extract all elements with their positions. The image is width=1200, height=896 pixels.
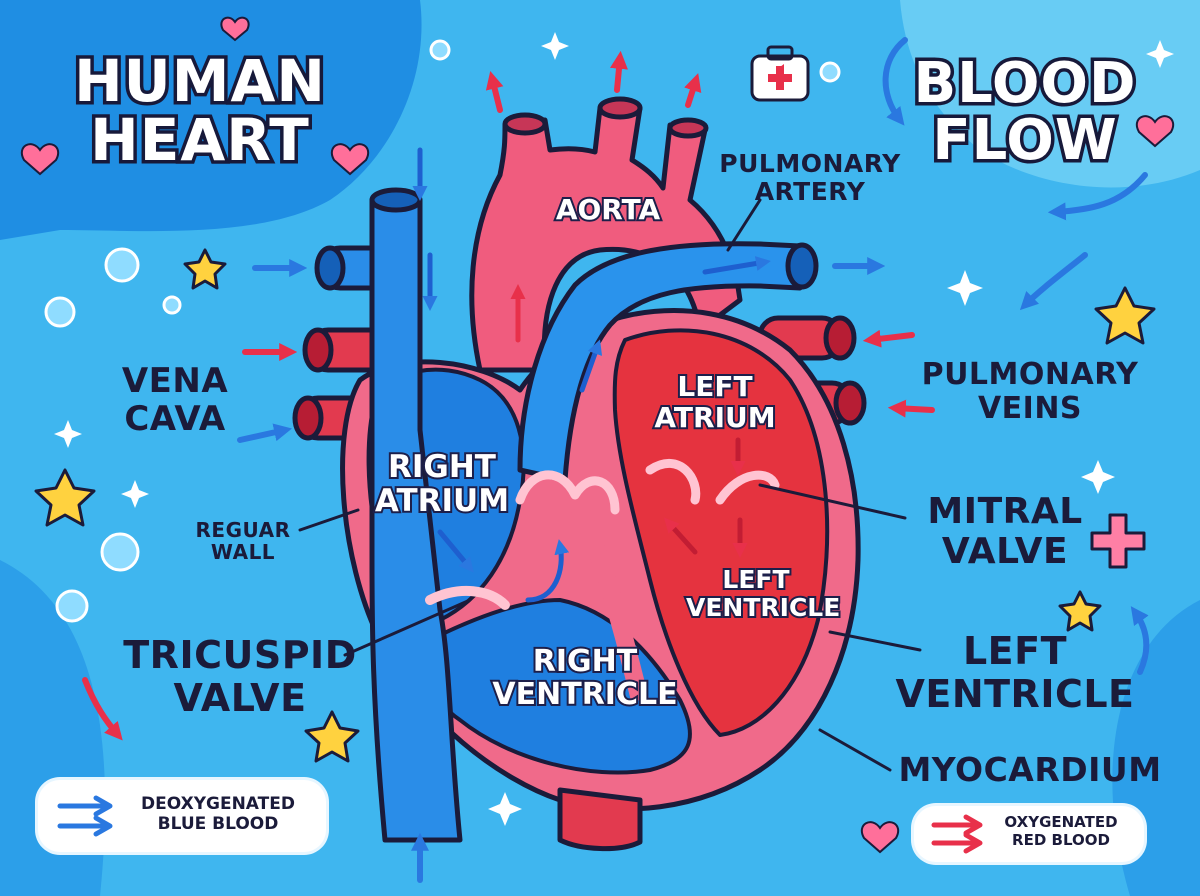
first-aid-kit-icon [750, 45, 810, 102]
blue-arrow-icon [57, 795, 113, 837]
label-pulmonary-artery: PULMONARY ARTERY [719, 149, 901, 206]
label-left-atrium: LEFT ATRIUM [652, 369, 777, 434]
label-right-atrium: RIGHT ATRIUM [373, 448, 511, 520]
mitral-valve-flaps [645, 459, 780, 505]
inner-flow-arrows [412, 147, 771, 603]
label-aorta: AORTA [554, 192, 662, 227]
red-arrow-icon [931, 814, 983, 854]
title-human-heart: HUMAN HEART [50, 48, 350, 173]
outer-flow-arrows [237, 50, 935, 883]
title-blood-flow: BLOOD FLOW [900, 51, 1150, 172]
label-myocardium: MYOCARDIUM [898, 750, 1162, 789]
title-blood-flow-text: BLOOD FLOW [910, 51, 1139, 174]
label-right-ventricle: RIGHT VENTRICLE [490, 643, 679, 713]
heart-body [292, 96, 867, 851]
legend-oxygenated-text: OXYGENATED RED BLOOD [1004, 813, 1118, 849]
pulmonary-artery-vessel [517, 241, 803, 483]
legend-deoxygenated: DEOXYGENATED BLUE BLOOD [38, 780, 326, 852]
left-heart-chamber [612, 328, 830, 737]
star-icon [34, 248, 1156, 763]
label-left-ventricle-inner: LEFT VENTRICLE [684, 564, 842, 623]
label-reguar-wall: REGUAR WALL [195, 518, 291, 565]
aorta-vessel [469, 105, 743, 373]
decorative-curved-arrows [82, 37, 1150, 741]
title-human-heart-text: HUMAN HEART [71, 47, 329, 175]
heart-icon [21, 16, 1174, 854]
label-leader-lines [298, 198, 922, 772]
label-left-ventricle-outer: LEFT VENTRICLE [895, 629, 1135, 716]
pulmonary-valve-flaps [515, 470, 620, 515]
vena-cava-vessel [369, 197, 463, 843]
legend-oxygenated: OXYGENATED RED BLOOD [914, 806, 1144, 862]
sparkle-icon [54, 32, 1174, 826]
label-mitral-valve: MITRAL VALVE [927, 491, 1083, 573]
cross-icon [1090, 513, 1146, 569]
label-vena-cava: VENA CAVA [121, 361, 229, 440]
tricuspid-valve-flaps [425, 585, 510, 610]
label-pulmonary-veins: PULMONARY VEINS [921, 357, 1139, 426]
label-tricuspid-valve: TRICUSPID VALVE [123, 633, 357, 720]
bubble-icon [44, 39, 841, 623]
legend-deoxygenated-text: DEOXYGENATED BLUE BLOOD [141, 794, 295, 835]
